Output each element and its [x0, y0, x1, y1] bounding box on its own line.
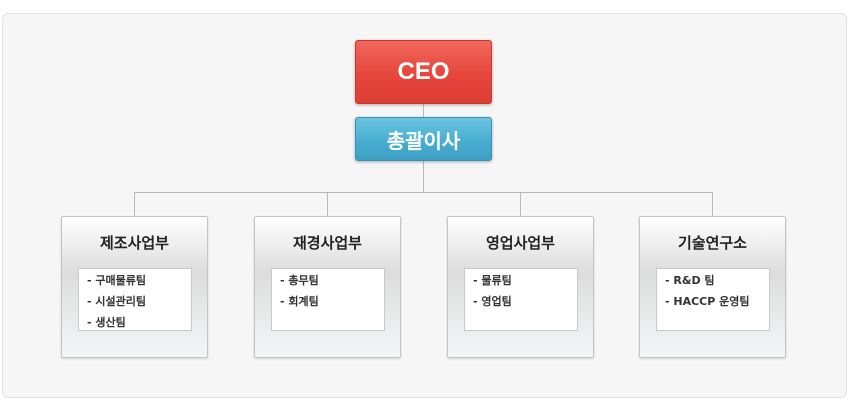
team-item: - 시설관리팀 [87, 295, 146, 308]
team-item: - 회계팀 [280, 295, 319, 308]
division-title: 재경사업부 [292, 234, 362, 252]
team-item: - 영업팀 [473, 295, 512, 308]
connector-div-4 [712, 192, 713, 216]
team-list: - 물류팀 - 영업팀 [464, 268, 578, 331]
team-item: - R&D 팀 [665, 274, 715, 287]
connector-div-1 [134, 192, 135, 216]
team-item: - 구매물류팀 [87, 274, 146, 287]
team-list: - 구매물류팀 - 시설관리팀 - 생산팀 [78, 268, 192, 331]
team-list: - R&D 팀 - HACCP 운영팀 [656, 268, 770, 331]
connector-ceo-gm [423, 104, 424, 117]
team-item: - 물류팀 [473, 274, 512, 287]
team-item: - 생산팀 [87, 316, 126, 329]
connector-bus [134, 192, 713, 193]
division-title: 영업사업부 [485, 234, 555, 252]
division-sales: 영업사업부 - 물류팀 - 영업팀 [447, 216, 594, 358]
connector-div-3 [520, 192, 521, 216]
division-title: 제조사업부 [99, 234, 169, 252]
general-manager-box: 총괄이사 [355, 117, 492, 161]
team-item: - 총무팀 [280, 274, 319, 287]
team-list: - 총무팀 - 회계팀 [271, 268, 385, 331]
division-finance: 재경사업부 - 총무팀 - 회계팀 [254, 216, 401, 358]
division-manufacturing: 제조사업부 - 구매물류팀 - 시설관리팀 - 생산팀 [61, 216, 208, 358]
ceo-box: CEO [355, 40, 492, 104]
division-research-lab: 기술연구소 - R&D 팀 - HACCP 운영팀 [639, 216, 786, 358]
connector-gm-bus [423, 161, 424, 192]
division-title: 기술연구소 [677, 234, 747, 252]
connector-div-2 [327, 192, 328, 216]
team-item: - HACCP 운영팀 [665, 295, 750, 308]
